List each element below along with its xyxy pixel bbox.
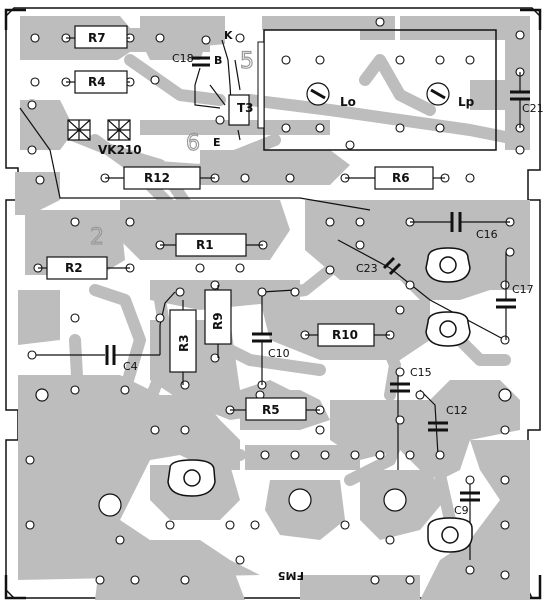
label-r5: R5 [262, 403, 280, 417]
component-bodies [46, 25, 434, 421]
trimmer-lp [426, 82, 450, 106]
marker-6: 6 [186, 131, 200, 156]
label-pin-b: B [214, 54, 222, 67]
label-r1: R1 [196, 238, 214, 252]
label-c10: C10 [268, 347, 290, 360]
bridge-pads [67, 119, 131, 141]
label-c4: C4 [123, 360, 138, 373]
label-c18: C18 [172, 52, 194, 65]
label-r10: R10 [332, 328, 358, 342]
capacitors [105, 56, 530, 502]
label-t3: T3 [237, 101, 254, 115]
pads [25, 17, 525, 585]
label-r7: R7 [88, 31, 106, 45]
label-c12: C12 [446, 404, 468, 417]
label-c9: C9 [454, 504, 469, 517]
labels: R7 R4 R12 R6 R1 R2 R9 R3 R10 R5 C18 C21 … [65, 29, 544, 582]
filter-can [257, 29, 497, 151]
trimmer-lo [306, 82, 330, 106]
label-r3: R3 [177, 334, 191, 352]
label-r6: R6 [392, 171, 410, 185]
label-r9: R9 [211, 312, 225, 330]
label-c16: C16 [476, 228, 498, 241]
label-lp: Lp [458, 95, 475, 109]
label-pin-k: K [224, 29, 233, 42]
component-leads [38, 37, 445, 411]
label-c17: C17 [512, 283, 534, 296]
label-r2: R2 [65, 261, 83, 275]
mounting-nuts [167, 247, 473, 553]
large-holes [35, 388, 512, 517]
label-c23: C23 [356, 262, 378, 275]
label-lo: Lo [340, 95, 356, 109]
board-mark: FM5 [278, 569, 304, 582]
label-vk210: VK210 [98, 143, 142, 157]
marker-5: 5 [240, 49, 254, 74]
marker-2: 2 [90, 225, 104, 250]
label-pin-e: E [213, 136, 221, 149]
label-c15: C15 [410, 366, 432, 379]
label-r4: R4 [88, 75, 106, 89]
capacitor-leads [114, 72, 521, 385]
label-c21: C21 [522, 102, 544, 115]
label-r12: R12 [144, 171, 170, 185]
